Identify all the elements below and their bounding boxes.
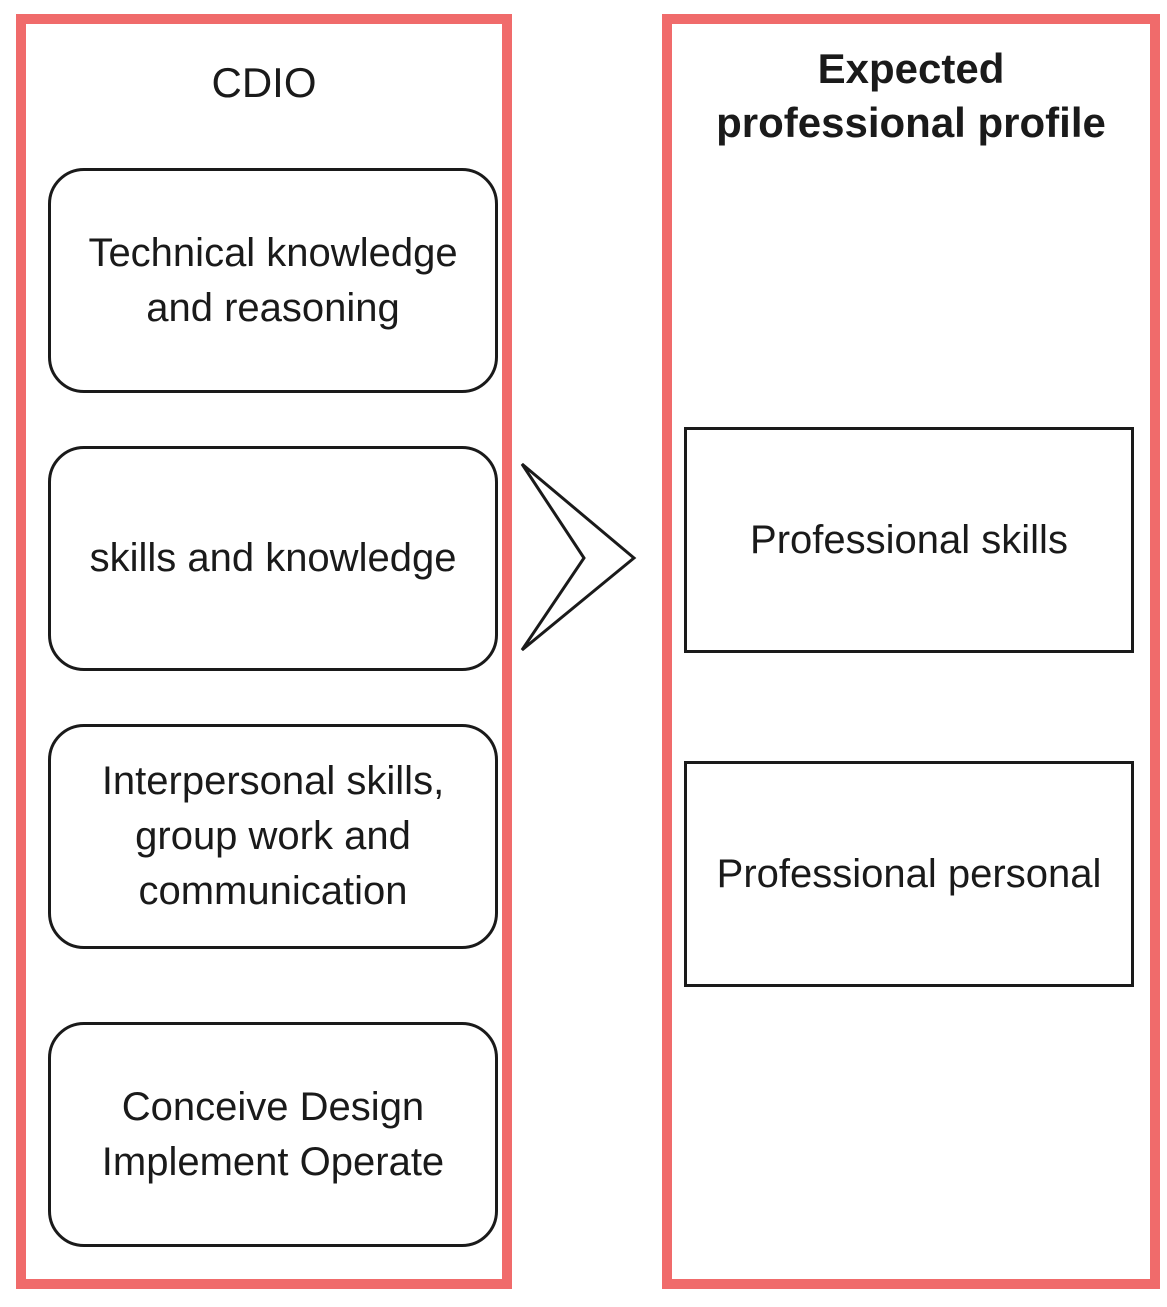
expected-profile-title: Expected professional profile <box>716 45 1106 146</box>
expected-profile-panel: Expected professional profile Profession… <box>662 14 1160 1289</box>
cdio-box-skills-knowledge: skills and knowledge <box>48 446 498 671</box>
cdio-box-technical-knowledge: Technical knowledge and reasoning <box>48 168 498 393</box>
chevron-arrow-right-icon <box>520 462 637 652</box>
cdio-box-interpersonal-skills: Interpersonal skills, group work and com… <box>48 724 498 949</box>
cdio-box-conceive-design: Conceive Design Implement Operate <box>48 1022 498 1247</box>
profile-box-professional-skills: Professional skills <box>684 427 1134 653</box>
profile-box-professional-personal: Professional personal <box>684 761 1134 987</box>
cdio-panel-title: CDIO <box>211 59 317 106</box>
cdio-panel: CDIO Technical knowledge and reasoning s… <box>16 14 512 1289</box>
